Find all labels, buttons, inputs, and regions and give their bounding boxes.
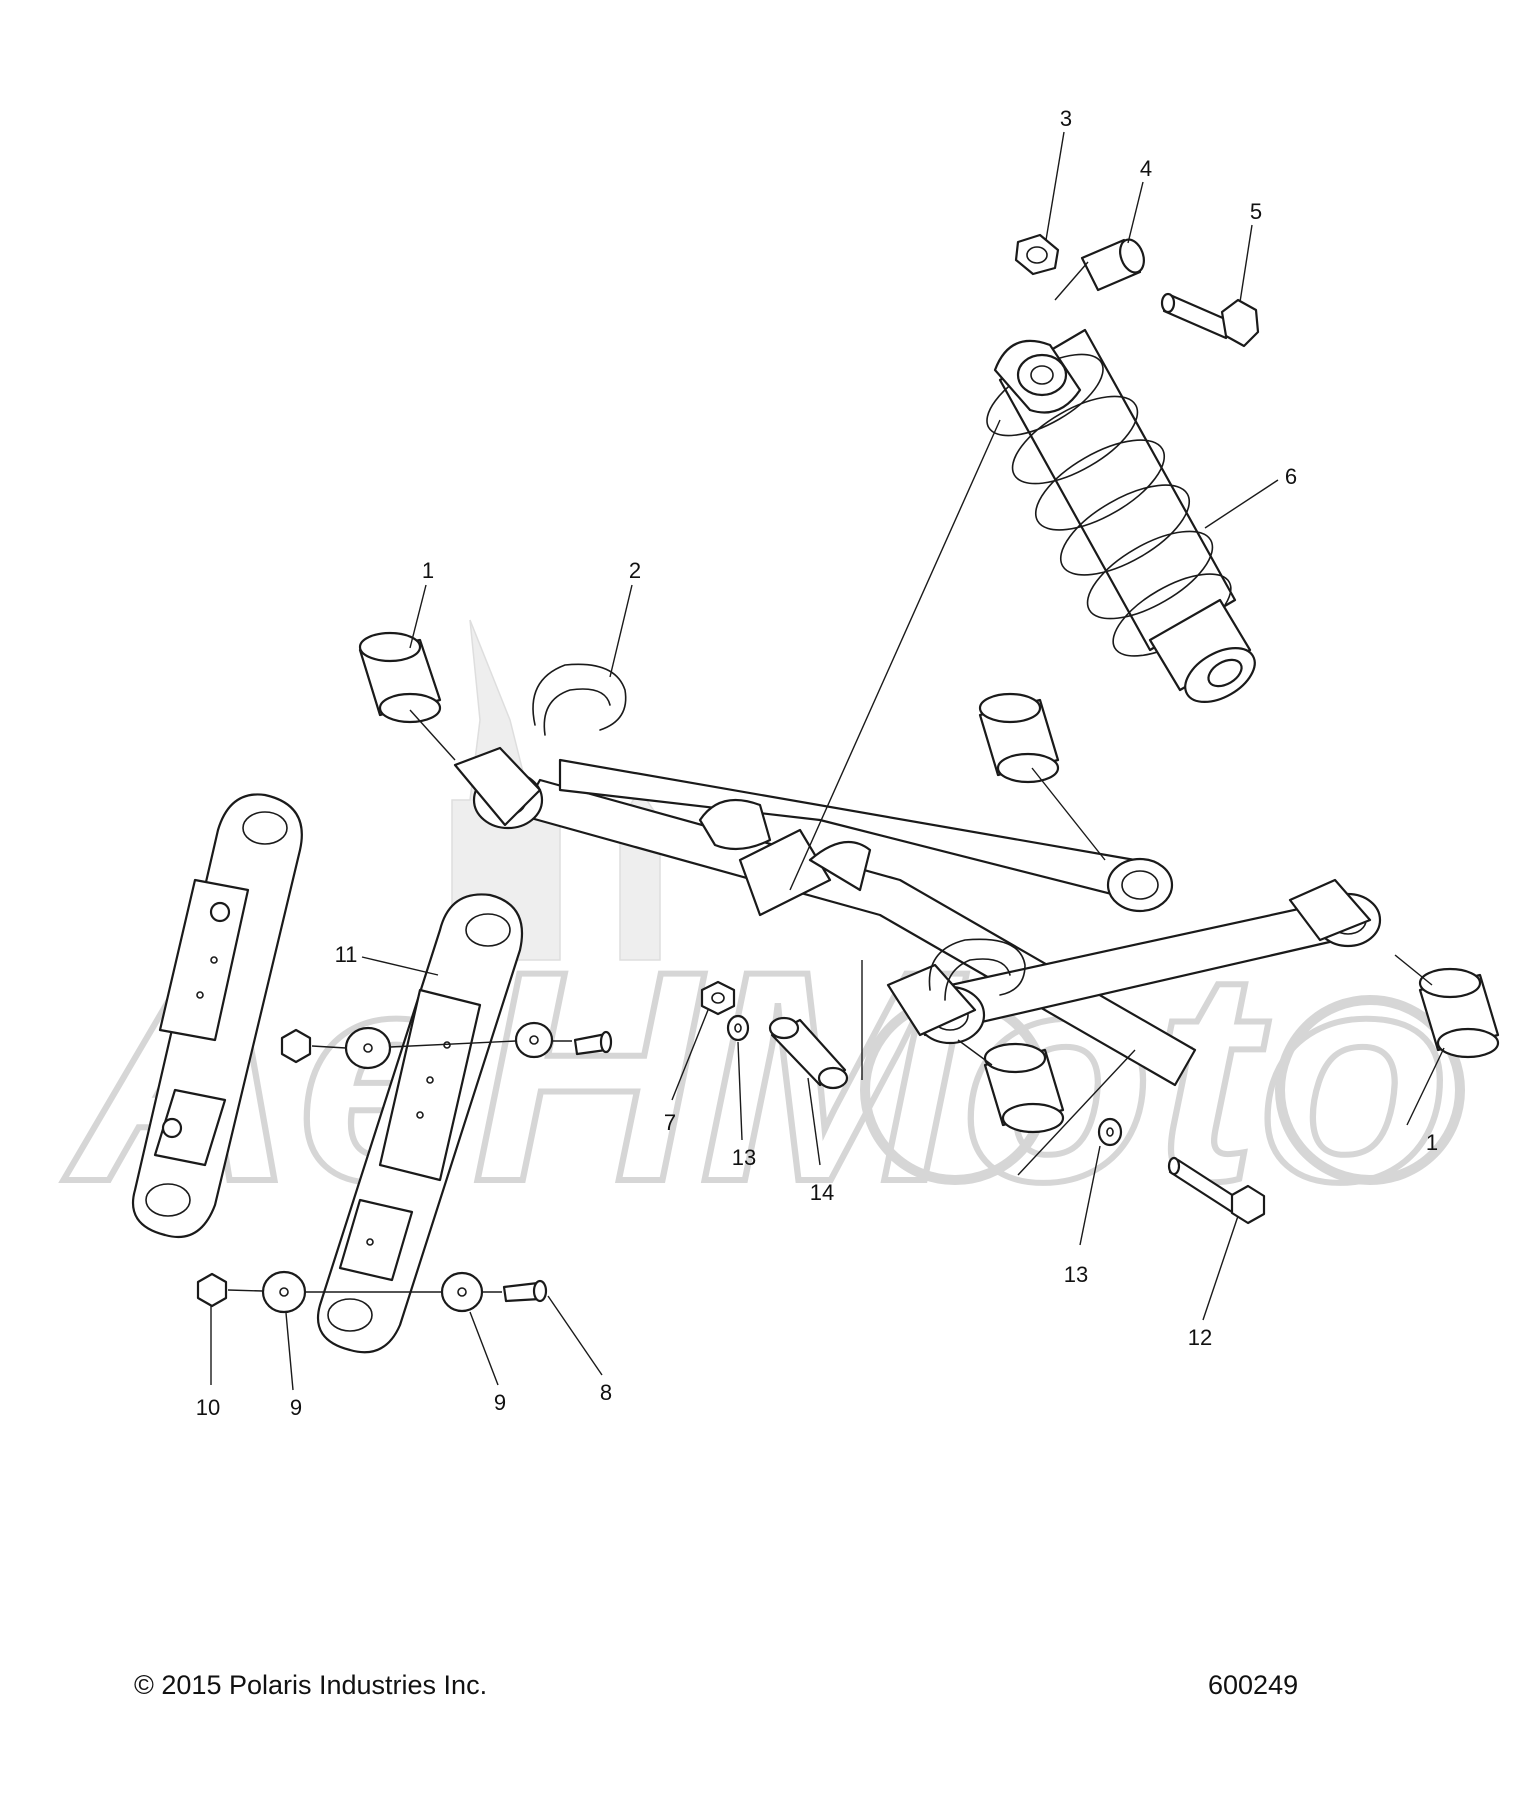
link-arm-11 (316, 893, 524, 1354)
bushing-1-right (1418, 967, 1500, 1059)
callout-4: 4 (1140, 156, 1152, 181)
callout-7: 7 (664, 1110, 676, 1135)
bushing-right-upper (978, 692, 1060, 784)
diagram-number: 600249 (1208, 1670, 1299, 1700)
shock-absorber (986, 328, 1256, 704)
callout-9-left: 9 (290, 1395, 302, 1420)
callout-1-left: 1 (422, 558, 434, 583)
spacer-14 (768, 1016, 849, 1090)
copyright-text: © 2015 Polaris Industries Inc. (134, 1670, 488, 1700)
bushing-right-lower (983, 1042, 1065, 1134)
callout-1-right: 1 (1426, 1130, 1438, 1155)
callout-13-upper: 13 (732, 1145, 756, 1170)
washer-13-upper (726, 1014, 750, 1042)
flange-nut-3 (1014, 233, 1060, 276)
callout-12: 12 (1188, 1325, 1212, 1350)
callout-10: 10 (196, 1395, 220, 1420)
assembly-lines (409, 261, 1433, 1080)
callout-14: 14 (810, 1180, 834, 1205)
callout-labels: 3 4 5 6 1 2 11 7 13 14 1 13 12 10 9 9 8 (196, 106, 1438, 1420)
washer-13-lower (1097, 1117, 1123, 1147)
callout-leaders (210, 131, 1445, 1391)
bushing-1-left (358, 631, 442, 724)
callout-2: 2 (629, 558, 641, 583)
bolt-12 (1167, 1156, 1266, 1225)
bushing-4 (1080, 238, 1145, 292)
hardware-lower-row (196, 1270, 548, 1314)
callout-5: 5 (1250, 199, 1262, 224)
callout-6: 6 (1285, 464, 1297, 489)
callout-9-right: 9 (494, 1390, 506, 1415)
callout-11: 11 (335, 942, 358, 967)
bolt-5 (1160, 292, 1260, 348)
nut-7 (700, 980, 736, 1016)
hardware-upper-row (280, 1021, 613, 1070)
callout-3: 3 (1060, 106, 1072, 131)
callout-8: 8 (600, 1380, 612, 1405)
callout-13-lower: 13 (1064, 1262, 1088, 1287)
link-arm-left (131, 793, 303, 1239)
